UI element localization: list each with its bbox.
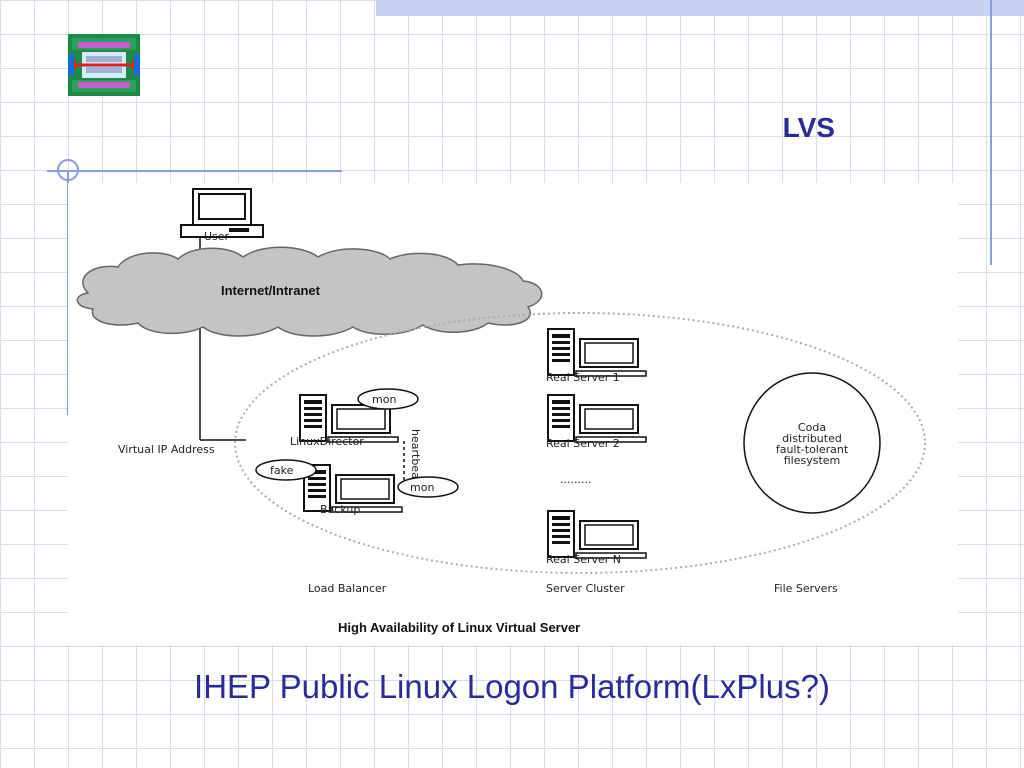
coda-line4: filesystem (784, 454, 841, 467)
mon-label-1: mon (372, 393, 396, 406)
lvs-diagram: User Internet/Intranet Virtual IP Addres… (68, 183, 958, 645)
network-label: Internet/Intranet (221, 283, 321, 298)
backup-label: Backup (320, 503, 360, 516)
user-label: User (204, 230, 230, 243)
coda-line3: fault-tolerant (776, 443, 849, 456)
coda-filesystem-circle (743, 372, 881, 514)
real-server-1-icon (547, 328, 647, 377)
real-server-2-icon (547, 394, 647, 443)
figure-title: High Availability of Linux Virtual Serve… (338, 620, 580, 635)
group-file-servers-label: File Servers (774, 582, 838, 595)
real-server-2-label: Real Server 2 (546, 437, 620, 450)
real-server-n-label: Real Server N (546, 553, 621, 566)
mon-bubble-2 (397, 476, 459, 498)
mon-label-2: mon (410, 481, 434, 494)
slide-caption: IHEP Public Linux Logon Platform(LxPlus?… (194, 668, 830, 705)
coda-line2: distributed (782, 432, 842, 445)
mon-bubble-1 (357, 388, 419, 410)
right-accent-line (990, 0, 992, 265)
fake-bubble (255, 459, 317, 481)
group-load-balancer-label: Load Balancer (308, 582, 387, 595)
vip-label: Virtual IP Address (118, 443, 215, 456)
accent-circle (57, 159, 79, 181)
server-ellipsis: ......... (560, 473, 591, 486)
director-label: LinuxDirector (290, 435, 364, 448)
real-server-1-label: Real Server 1 (546, 371, 620, 384)
accelerator-logo-icon (68, 34, 140, 96)
network-cloud-icon (76, 246, 543, 337)
slide-title: LVS (782, 112, 835, 143)
top-decorative-band (376, 0, 1024, 16)
coda-line1: Coda (798, 421, 826, 434)
fake-label: fake (270, 464, 294, 477)
real-server-n-icon (547, 510, 647, 559)
group-server-cluster-label: Server Cluster (546, 582, 625, 595)
cluster-boundary (234, 312, 926, 574)
heartbeat-label: heartbeat (409, 429, 422, 484)
left-accent-hline (47, 170, 342, 172)
